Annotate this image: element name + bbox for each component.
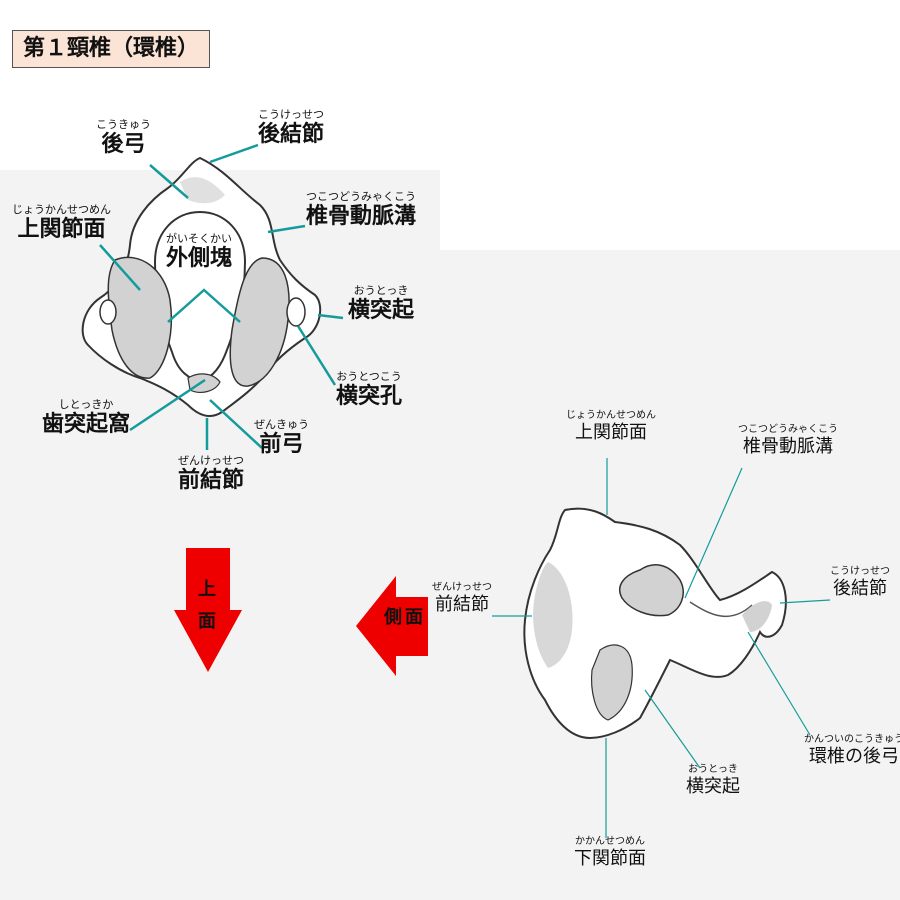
posterior-arch-shade	[180, 177, 225, 204]
leader-koukessetsu	[209, 143, 259, 164]
side-label-tsuikotsu: つこつどうみゃくこう 椎骨動脈溝	[738, 424, 838, 458]
side-leader-tsuikotsu	[684, 467, 743, 599]
left-transverse-foramen	[99, 299, 117, 325]
dens-socket	[187, 373, 221, 393]
label-text: 環椎の後弓	[809, 746, 899, 767]
white-background-patch	[440, 170, 900, 250]
label-text: 椎骨動脈溝	[306, 204, 417, 229]
label-text: 横突起	[348, 298, 415, 323]
leader-outokkou	[296, 325, 337, 386]
label-text: 後結節	[833, 578, 887, 599]
ruby: おうとつこう	[336, 370, 402, 383]
label-text: 前弓	[259, 432, 304, 457]
leader-outokki	[317, 313, 344, 320]
ruby: こうきゅう	[96, 118, 151, 131]
ruby: じょうかんせつめん	[566, 410, 656, 421]
label-koukessetsu: こうけっせつ 後結節	[258, 108, 324, 149]
label-text: 前結節	[178, 468, 245, 493]
label-outokki: おうとっき 横突起	[348, 284, 414, 325]
ruby: かかんせつめん	[575, 836, 645, 847]
atlas-top-view	[81, 156, 322, 417]
ruby: ぜんきゅう	[254, 418, 309, 431]
side-label-kantsui-kouou: かんついのこうきゅう 環椎の後弓	[804, 734, 900, 768]
ruby: しとっきか	[58, 398, 114, 411]
ruby: じょうかんせつめん	[12, 203, 111, 216]
label-text: 上関節面	[575, 422, 647, 443]
leader-tsuikotsu	[267, 224, 306, 234]
ruby: おうとっき	[688, 764, 738, 775]
leader-zenkyuu	[209, 399, 263, 449]
side-arrow-char-1: 側	[384, 607, 402, 628]
ruby: おうとっき	[353, 284, 409, 297]
label-text: 後弓	[101, 132, 146, 157]
label-text: 下関節面	[574, 848, 646, 869]
side-front-shade	[533, 562, 573, 668]
side-label-joukan: じょうかんせつめん 上関節面	[566, 410, 656, 444]
side-label-zenkessetsu: ぜんけっせつ 前結節	[432, 582, 492, 616]
ruby: かんついのこうきゅう	[804, 734, 900, 745]
label-text: 上関節面	[17, 217, 106, 242]
leader-shitokkika	[129, 378, 206, 432]
label-text: 前結節	[435, 594, 489, 615]
ruby: ぜんけっせつ	[432, 582, 492, 593]
side-view-arrow	[356, 576, 428, 676]
side-leader-lines	[492, 458, 831, 838]
side-label-kakan: かかんせつめん 下関節面	[574, 836, 646, 870]
label-kouou: こうきゅう 後弓	[96, 118, 151, 159]
leader-joukan	[99, 244, 141, 291]
label-text: 歯突起窩	[42, 412, 131, 437]
ruby: こうけっせつ	[830, 566, 890, 577]
side-arrow-char-2: 面	[405, 607, 423, 628]
atlas-side-outline	[523, 507, 787, 740]
page-title: 第１頸椎（環椎）	[12, 30, 211, 68]
label-tsuikotsu: つこつどうみゃくこう 椎骨動脈溝	[306, 190, 416, 231]
side-leader-kantsui	[747, 631, 811, 736]
ruby: こうけっせつ	[258, 108, 324, 121]
label-text: 横突起	[686, 776, 740, 797]
label-zenkessetsu: ぜんけっせつ 前結節	[178, 454, 244, 495]
label-text: 椎骨動脈溝	[743, 436, 833, 457]
top-leader-lines	[99, 143, 344, 450]
right-articular-facet	[229, 257, 290, 387]
side-transverse-shade	[590, 644, 633, 721]
top-arrow-char-1: 上	[198, 579, 216, 600]
side-leader-koukessetsu	[779, 599, 831, 604]
ruby: がいそくかい	[166, 232, 232, 245]
right-transverse-foramen	[286, 297, 306, 327]
top-arrow-char-2: 面	[198, 611, 216, 632]
label-text: 後結節	[258, 122, 325, 147]
label-zenkyuu: ぜんきゅう 前弓	[254, 418, 309, 459]
ruby: ぜんけっせつ	[178, 454, 244, 467]
side-label-koukessetsu: こうけっせつ 後結節	[830, 566, 890, 600]
side-articular-shade	[619, 564, 684, 617]
label-text: 外側塊	[166, 246, 233, 271]
side-arch-shade	[742, 601, 772, 632]
ruby: つこつどうみゃくこう	[738, 424, 838, 435]
side-groove	[689, 601, 753, 618]
side-leader-outokki	[644, 689, 701, 769]
label-joukan: じょうかんせつめん 上関節面	[12, 203, 111, 244]
label-shitokkika: しとっきか 歯突起窩	[42, 398, 130, 439]
label-text: 横突孔	[336, 384, 403, 409]
label-gaisokukai: がいそくかい 外側塊	[166, 232, 232, 273]
leader-kouou	[149, 164, 189, 199]
label-outokkou: おうとつこう 横突孔	[336, 370, 402, 411]
leader-gaisokukai	[167, 288, 241, 323]
ruby: つこつどうみゃくこう	[306, 190, 416, 203]
top-view-arrow	[174, 548, 242, 672]
atlas-side-view	[523, 507, 787, 740]
side-label-outokki: おうとっき 横突起	[686, 764, 740, 798]
